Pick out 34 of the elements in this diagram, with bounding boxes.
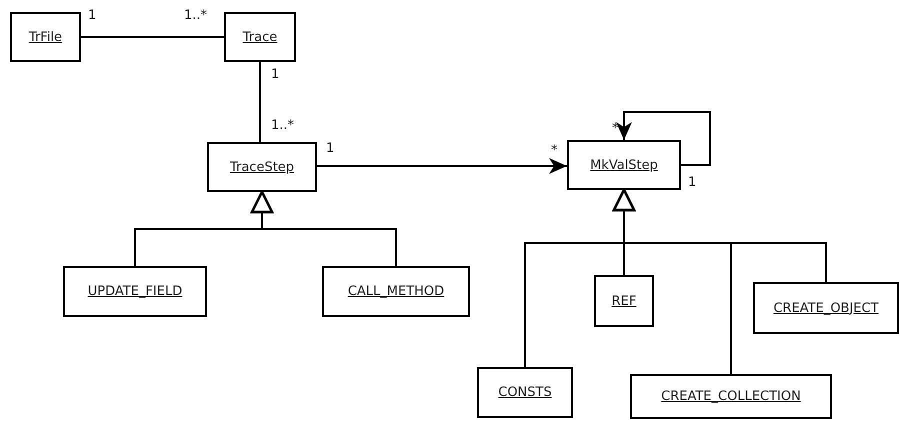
generalization-arrow bbox=[612, 188, 827, 282]
generalization-arrow bbox=[250, 190, 397, 266]
multiplicity-label: 1 bbox=[688, 176, 696, 189]
multiplicity-label: 1..* bbox=[184, 9, 208, 22]
class-name: UPDATE_FIELD bbox=[88, 284, 182, 299]
class-box bbox=[10, 12, 81, 62]
class-box bbox=[477, 367, 573, 418]
association-line bbox=[259, 62, 261, 142]
class-box bbox=[753, 282, 899, 334]
multiplicity-label: 1 bbox=[88, 9, 96, 22]
class-box bbox=[322, 266, 470, 317]
multiplicity-label: * bbox=[551, 144, 558, 157]
class-box bbox=[630, 374, 832, 419]
association-line bbox=[81, 36, 224, 38]
multiplicity-label: 1 bbox=[271, 68, 280, 81]
association-line bbox=[317, 158, 567, 174]
class-name: CONSTS bbox=[498, 385, 552, 400]
class-name: CREATE_OBJECT bbox=[773, 300, 879, 316]
multiplicity-label: 1 bbox=[326, 142, 334, 155]
class-box bbox=[63, 266, 207, 317]
class-box bbox=[594, 275, 654, 327]
class-name: CALL_METHOD bbox=[348, 284, 444, 299]
class-name: MkValStep bbox=[590, 158, 658, 172]
multiplicity-label: * bbox=[612, 122, 618, 135]
class-name: TrFile bbox=[28, 30, 62, 44]
class-name: Trace bbox=[242, 30, 278, 44]
class-name: CREATE_COLLECTION bbox=[661, 389, 801, 404]
association-line bbox=[616, 111, 711, 166]
multiplicity-label: 1..* bbox=[271, 119, 294, 132]
class-box bbox=[567, 140, 681, 190]
class-name: TraceStep bbox=[230, 160, 294, 174]
class-box bbox=[207, 142, 317, 192]
class-box bbox=[224, 12, 296, 62]
class-name: REF bbox=[612, 294, 636, 308]
